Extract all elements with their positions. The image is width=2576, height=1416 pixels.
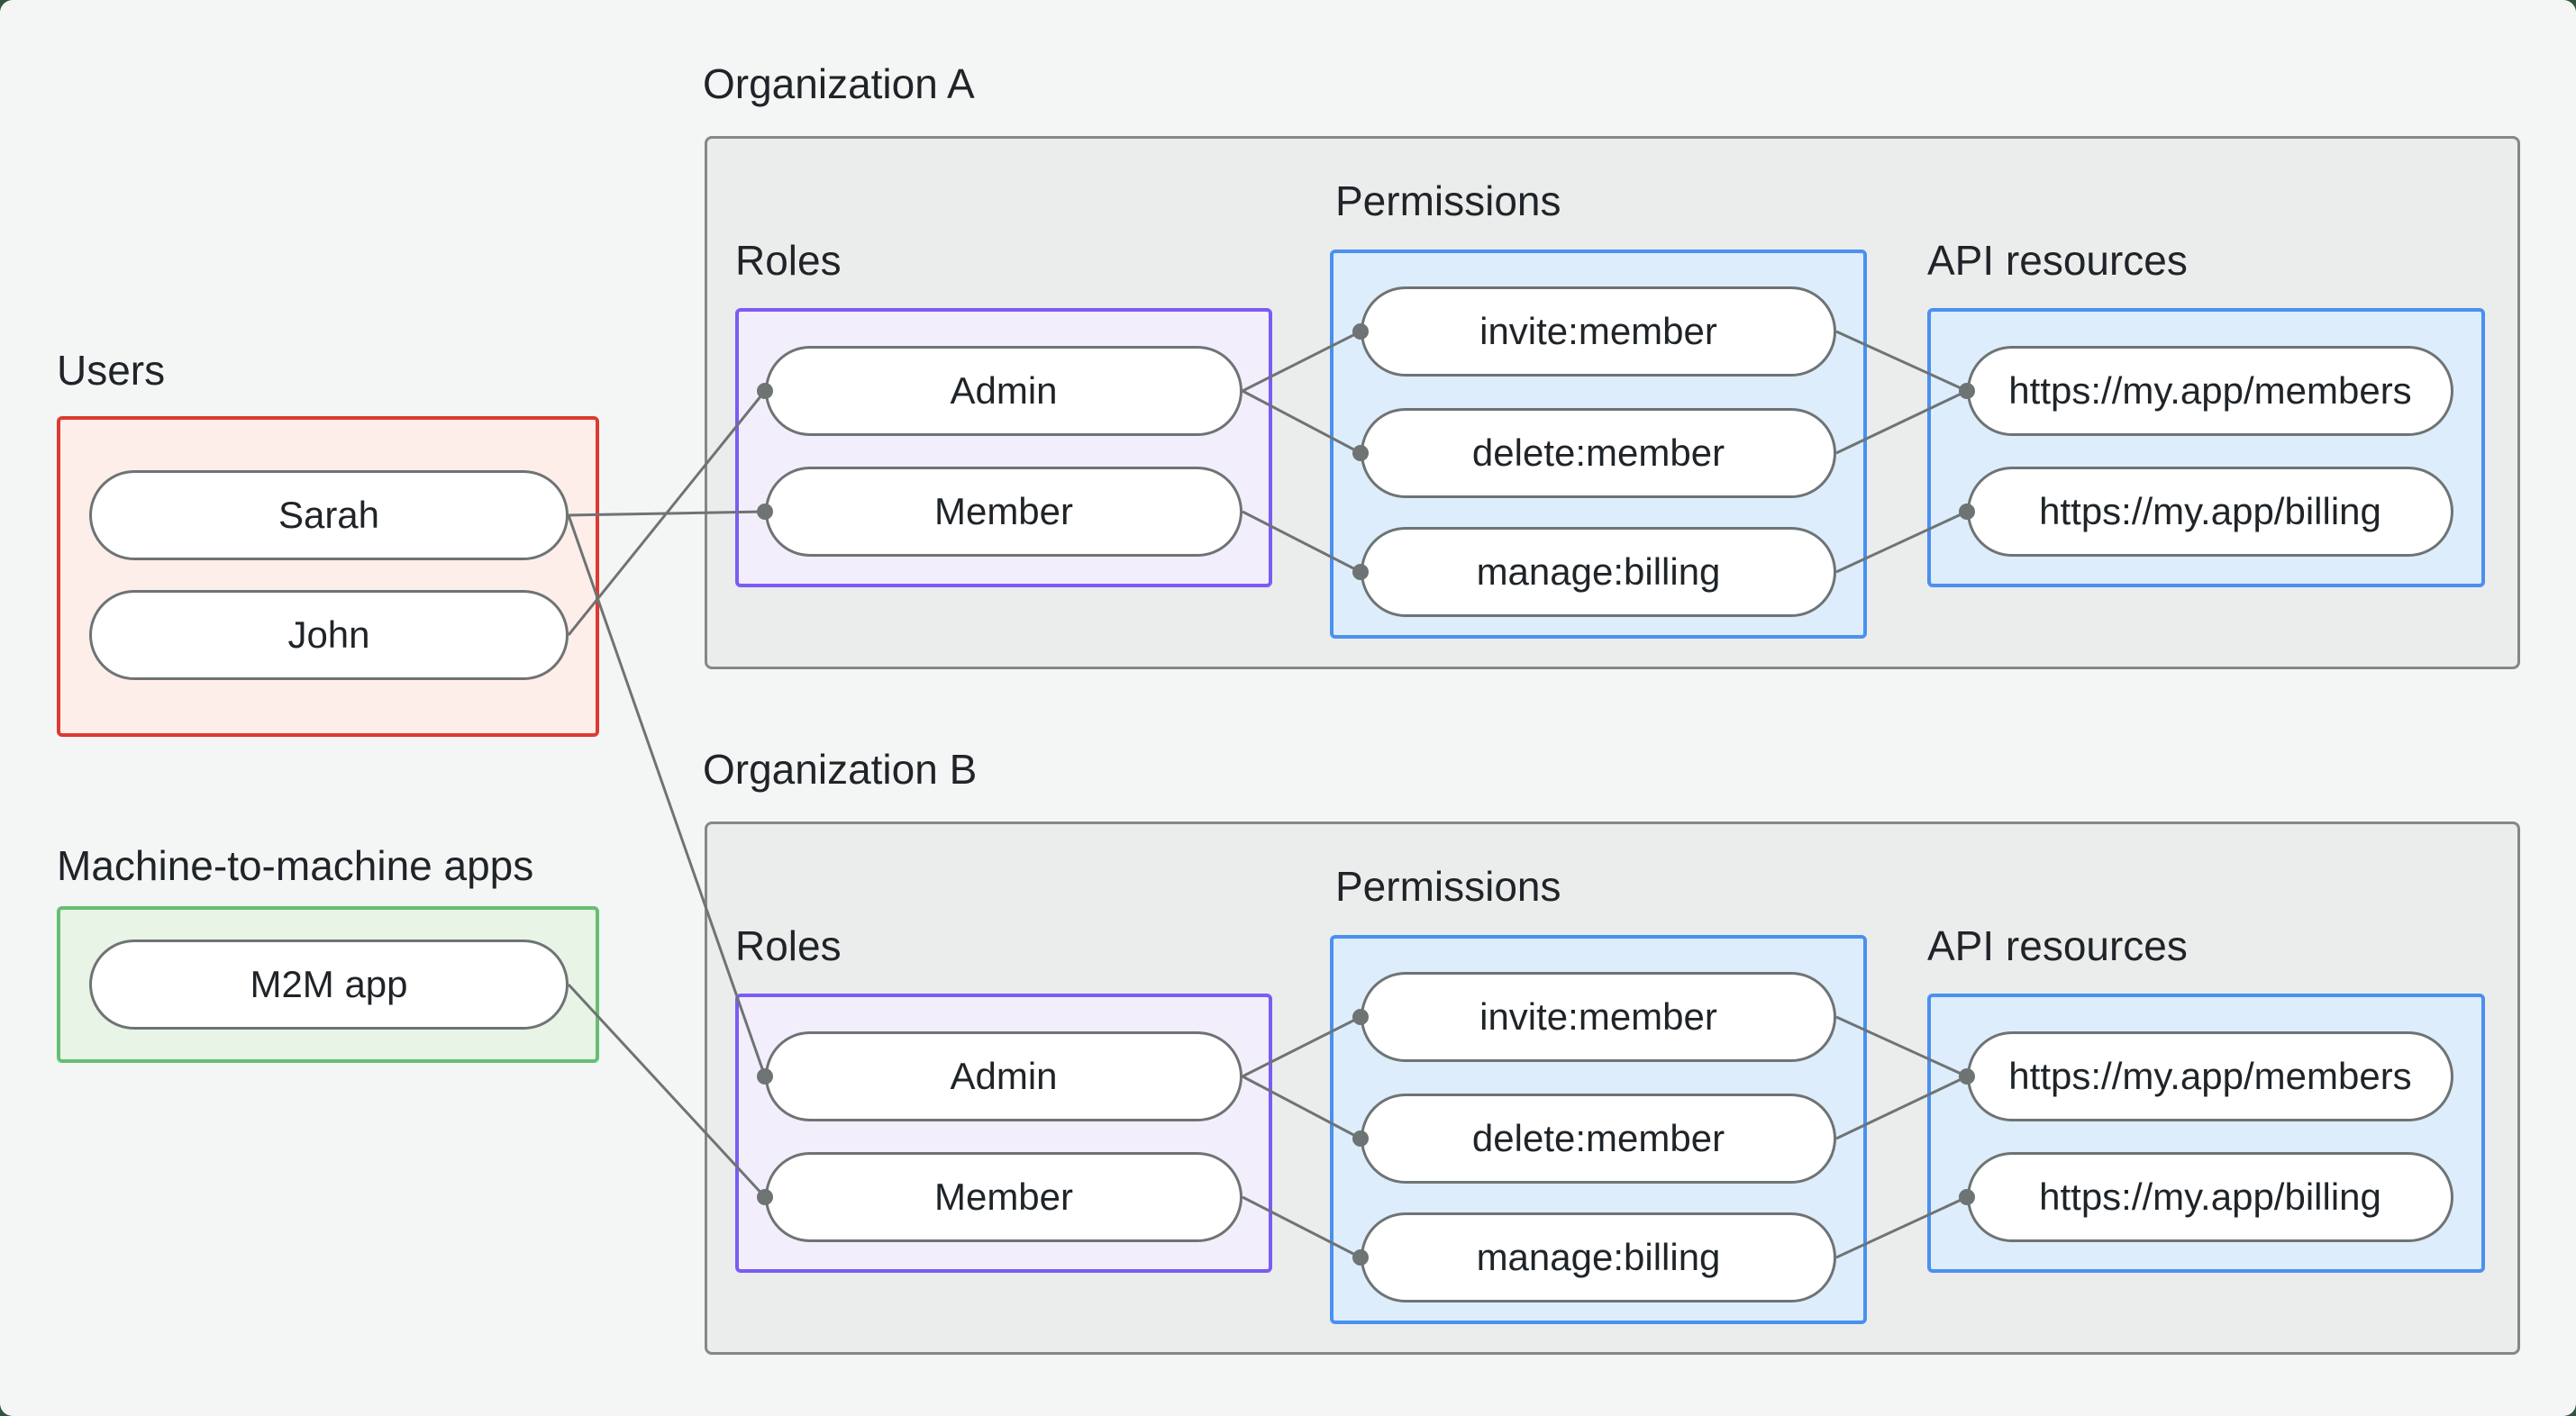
org-b-api-resources-label: API resources [1927,922,2188,969]
node-org-a-invite-member: invite:member [1361,286,1836,377]
node-org-a-api-billing: https://my.app/billing [1967,467,2453,557]
org-a-label: Organization A [703,60,975,107]
org-a-api-resources-label: API resources [1927,237,2188,284]
node-org-b-invite-member: invite:member [1361,972,1836,1062]
org-a-permissions-label: Permissions [1335,177,1561,224]
node-user-john: John [89,590,569,680]
users-group-label: Users [57,347,166,394]
node-org-a-admin: Admin [765,346,1242,436]
node-org-a-manage-billing: manage:billing [1361,527,1836,617]
org-b-label: Organization B [703,746,978,793]
node-org-b-member: Member [765,1152,1242,1242]
node-org-a-member: Member [765,467,1242,557]
org-a-roles-label: Roles [735,237,842,284]
node-org-b-api-billing: https://my.app/billing [1967,1152,2453,1242]
node-org-b-manage-billing: manage:billing [1361,1212,1836,1303]
node-m2m-app: M2M app [89,939,569,1030]
node-org-b-api-members: https://my.app/members [1967,1031,2453,1121]
org-b-roles-label: Roles [735,922,842,969]
node-org-a-api-members: https://my.app/members [1967,346,2453,436]
org-b-permissions-label: Permissions [1335,863,1561,910]
node-org-b-delete-member: delete:member [1361,1094,1836,1184]
node-org-b-admin: Admin [765,1031,1242,1121]
node-user-sarah: Sarah [89,470,569,560]
m2m-group-label: Machine-to-machine apps [57,842,534,889]
node-org-a-delete-member: delete:member [1361,408,1836,498]
users-group-box [57,416,599,737]
